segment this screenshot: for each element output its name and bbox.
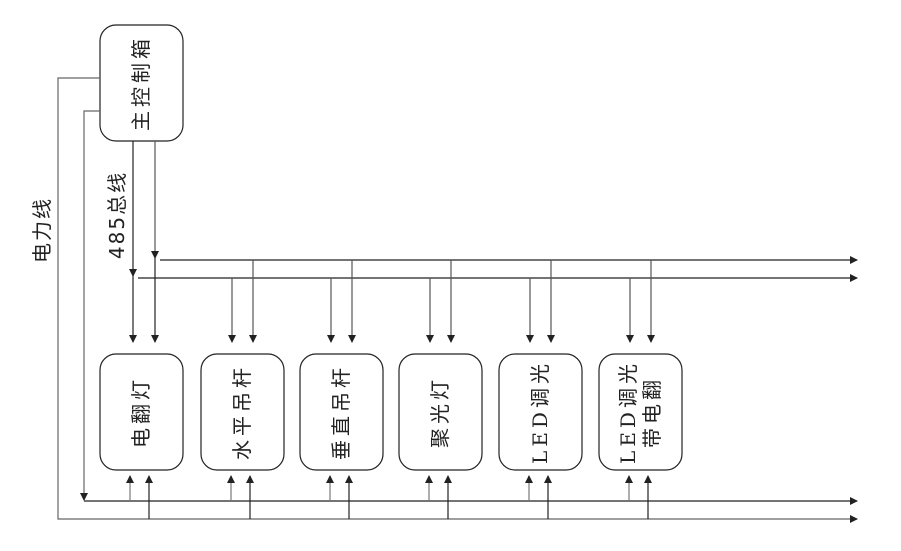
device-label: 电翻灯 bbox=[129, 376, 153, 448]
controller-label: 主控制箱 bbox=[129, 35, 153, 131]
device-box bbox=[598, 353, 683, 471]
device-box bbox=[200, 353, 285, 471]
device-box bbox=[398, 353, 483, 471]
device-box bbox=[99, 353, 184, 471]
device-label: 聚光灯 bbox=[428, 376, 452, 448]
controller-box bbox=[99, 24, 184, 142]
device-label: 水平吊杆 bbox=[230, 364, 254, 460]
device-box bbox=[498, 353, 583, 471]
device-label: 垂直吊杆 bbox=[329, 364, 353, 460]
power-line-label: 电力线 bbox=[30, 197, 54, 263]
power-line-outer bbox=[57, 77, 858, 523]
bus-label: 485总线 bbox=[105, 170, 129, 260]
device-box bbox=[299, 353, 384, 471]
power-line-inner bbox=[83, 110, 100, 498]
device-label: LED调光 bbox=[528, 360, 552, 464]
device-label: LED调光 带电翻 bbox=[616, 360, 664, 464]
